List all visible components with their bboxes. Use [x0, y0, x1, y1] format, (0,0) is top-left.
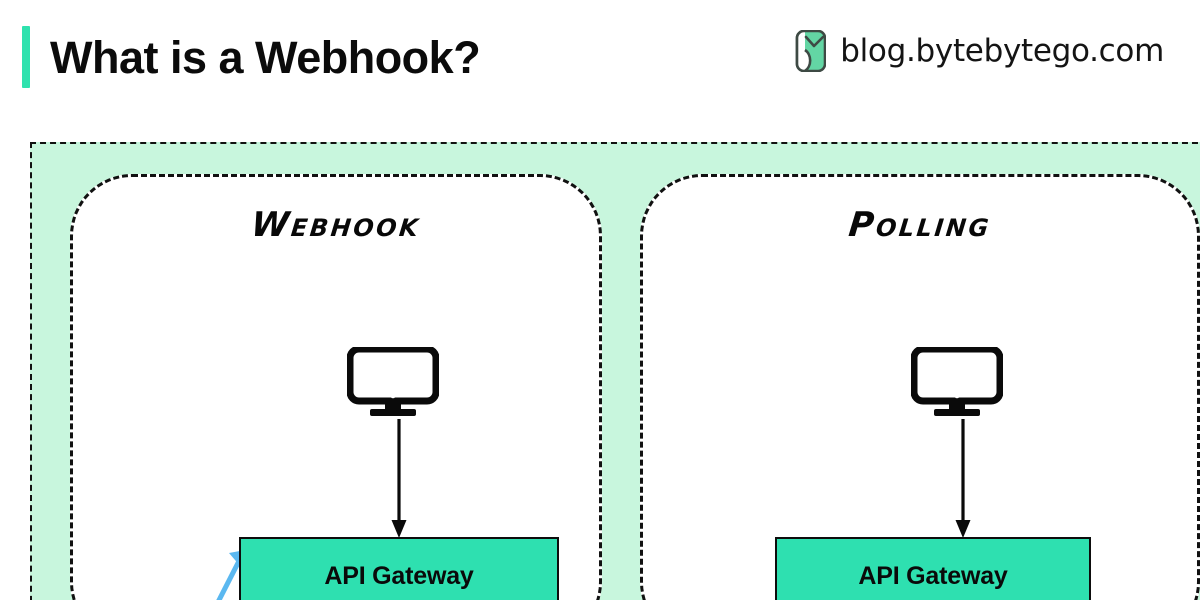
- api-gateway-box-polling[interactable]: API Gateway: [775, 537, 1091, 600]
- api-gateway-label: API Gateway: [324, 561, 474, 590]
- api-gateway-box-webhook[interactable]: API Gateway: [239, 537, 559, 600]
- title-accent-bar: [22, 26, 30, 88]
- brand-url-label[interactable]: blog.bytebytego.com: [840, 33, 1164, 69]
- card-webhook: Webhook: [70, 174, 602, 600]
- card-webhook-title: Webhook: [249, 205, 423, 245]
- monitor-icon: [911, 347, 1003, 419]
- page-title: What is a Webhook?: [50, 31, 481, 83]
- bytebytego-logo-icon: [794, 29, 827, 73]
- title-group: What is a Webhook?: [22, 26, 481, 88]
- diagram-panel: Webhook: [30, 142, 1200, 600]
- card-polling-title: Polling: [846, 205, 994, 245]
- api-gateway-label: API Gateway: [858, 561, 1008, 590]
- connector-client-to-gateway: [952, 419, 974, 539]
- connector-client-to-gateway: [388, 419, 410, 539]
- brand-group[interactable]: blog.bytebytego.com: [794, 29, 1164, 73]
- page-header: What is a Webhook? blog.bytebytego.com: [0, 0, 1200, 128]
- card-polling: Polling: [640, 174, 1200, 600]
- monitor-icon: [347, 347, 439, 419]
